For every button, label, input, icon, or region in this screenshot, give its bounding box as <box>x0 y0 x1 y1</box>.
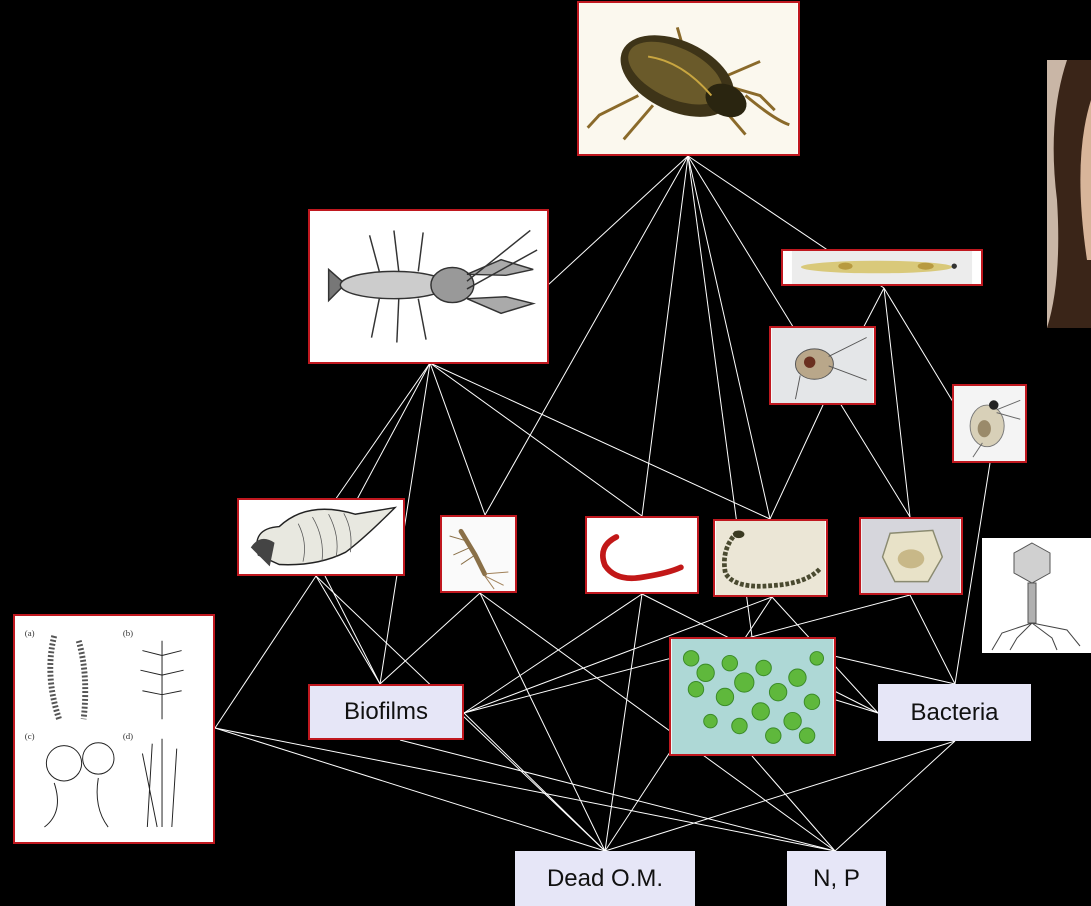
food-web-link <box>430 363 642 516</box>
nymph-icon <box>442 517 515 591</box>
food-web-link <box>884 288 910 517</box>
daphnia-node <box>952 384 1027 463</box>
food-web-link <box>835 741 955 851</box>
plants-icon: (a) (b) (c) (d) <box>15 616 213 842</box>
food-web-link <box>548 156 688 285</box>
biofilms-label: Biofilms <box>308 684 464 740</box>
crayfish-node <box>308 209 549 364</box>
food-web-link <box>430 363 485 515</box>
svg-text:(c): (c) <box>25 731 35 741</box>
bacteriophage-node <box>982 538 1091 653</box>
green-algae-node <box>669 637 836 756</box>
portrait-node <box>1047 60 1091 328</box>
phage-icon <box>982 538 1091 653</box>
snail-icon <box>239 500 403 574</box>
food-web-link <box>605 594 642 851</box>
beetle-icon <box>579 3 798 154</box>
food-web-link <box>605 741 955 851</box>
aquatic-plants-node: (a) (b) (c) (d) <box>13 614 215 844</box>
food-web-link <box>642 156 688 516</box>
np-label: N, P <box>787 851 886 906</box>
food-web-link <box>335 363 430 500</box>
food-web-link <box>215 728 605 851</box>
rotifer-icon <box>861 519 961 593</box>
crayfish-icon <box>310 211 547 362</box>
phantom-midge-larva-node <box>781 249 983 286</box>
diving-beetle-node <box>577 1 800 156</box>
daphnia-icon <box>954 386 1025 461</box>
food-web-link <box>380 593 480 684</box>
dead-om-label: Dead O.M. <box>515 851 695 906</box>
portrait-icon <box>1047 60 1091 328</box>
bacteria-label: Bacteria <box>878 684 1031 741</box>
worm-icon <box>587 518 697 592</box>
copepod-icon <box>771 328 874 403</box>
rotifer-node <box>859 517 963 595</box>
mayfly-nymph-node <box>440 515 517 593</box>
copepod-node <box>769 326 876 405</box>
svg-text:(d): (d) <box>123 731 133 741</box>
oligochaete-node <box>713 519 828 597</box>
svg-text:(a): (a) <box>25 628 35 638</box>
food-web-link <box>910 595 955 684</box>
food-web-link <box>400 740 835 851</box>
svg-text:(b): (b) <box>123 628 133 638</box>
algae-icon <box>671 639 834 754</box>
food-web-link <box>464 594 642 713</box>
food-web-link <box>316 576 380 684</box>
food-web-link <box>325 576 380 684</box>
food-web-link <box>770 405 823 519</box>
larva-icon <box>783 251 981 284</box>
oligochaete-icon <box>715 521 826 595</box>
food-web-link <box>215 576 316 728</box>
bloodworm-node <box>585 516 699 594</box>
pond-snail-node <box>237 498 405 576</box>
